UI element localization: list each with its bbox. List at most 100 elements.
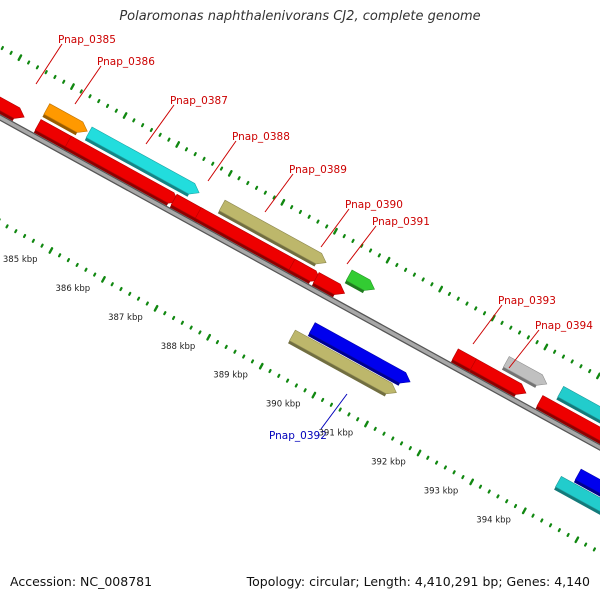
tick-mark (250, 359, 255, 364)
tick-mark (465, 301, 469, 306)
feature-cyan (84, 126, 200, 197)
leader-line (145, 104, 175, 145)
gene-label-pnap-0394: Pnap_0394 (508, 320, 593, 369)
feature-red-i (469, 358, 527, 397)
feature-blue-b (573, 468, 600, 497)
tick-mark (509, 325, 513, 330)
tick-mark (206, 333, 212, 341)
tick-mark (93, 272, 97, 277)
tick-mark (311, 391, 317, 399)
tick-mark (395, 262, 399, 268)
gene-features (0, 96, 600, 515)
tick-mark (298, 209, 303, 215)
tick-mark (101, 276, 106, 283)
tick-mark (408, 446, 412, 451)
tick-mark (268, 368, 272, 374)
tick-mark (53, 74, 57, 80)
tick-mark (202, 156, 206, 161)
gene-label-text: Pnap_0392 (269, 430, 327, 442)
tick-mark (373, 426, 377, 431)
tick-mark (227, 170, 233, 177)
tick-mark (0, 45, 4, 51)
tick-mark (224, 344, 228, 349)
tick-mark (579, 364, 583, 369)
tick-mark (329, 402, 334, 407)
tick-mark (482, 311, 487, 316)
tick-mark (325, 224, 329, 229)
tick-mark (452, 470, 456, 475)
kbp-label: 389 kbp (213, 371, 248, 381)
tick-mark (44, 70, 48, 75)
tick-mark (132, 118, 136, 123)
gene-label-pnap-0388: Pnap_0388 (207, 131, 290, 182)
gene-label-pnap-0391: Pnap_0391 (346, 216, 430, 265)
leader-line (35, 43, 63, 85)
tick-mark (184, 147, 189, 152)
tick-mark (478, 484, 483, 489)
inner-tick-row (0, 218, 597, 552)
tick-mark (543, 343, 549, 351)
tick-mark (426, 455, 430, 460)
tick-mark (219, 166, 224, 171)
leader-line (508, 329, 540, 369)
gene-label-text: Pnap_0388 (232, 131, 290, 143)
tick-mark (198, 330, 202, 335)
tick-mark (189, 325, 193, 330)
feature-red-j (535, 395, 600, 445)
tick-mark (84, 267, 88, 272)
tick-mark (62, 79, 66, 84)
tick-mark (31, 238, 35, 243)
gene-label-text: Pnap_0389 (289, 164, 347, 176)
tick-mark (246, 180, 250, 186)
feature-teal-a (556, 385, 600, 424)
tick-mark (342, 234, 346, 239)
gene-label-pnap-0389: Pnap_0389 (264, 164, 347, 213)
tick-mark (505, 499, 509, 504)
gene-label-pnap-0392: Pnap_0392 (269, 393, 348, 442)
leader-line (472, 304, 503, 345)
tick-mark (474, 306, 478, 311)
tick-mark (167, 137, 171, 142)
feature-green (344, 269, 375, 294)
feature-teal-b (554, 475, 600, 515)
kbp-label: 390 kbp (266, 400, 301, 410)
tick-mark (211, 161, 215, 166)
tick-mark (487, 489, 491, 494)
accession-text: Accession: NC_008781 (10, 574, 153, 589)
feature-orange (42, 103, 88, 136)
tick-mark (9, 50, 13, 55)
gene-label-text: Pnap_0387 (170, 95, 228, 107)
tick-mark (88, 94, 92, 99)
leader-line (320, 393, 348, 430)
tick-mark (596, 372, 600, 380)
tick-mark (469, 478, 475, 486)
tick-mark (290, 205, 294, 210)
tick-mark (307, 214, 311, 219)
tick-mark (416, 449, 422, 457)
tick-mark (391, 436, 395, 441)
tick-mark (153, 304, 159, 312)
gene-label-text: Pnap_0390 (345, 199, 403, 211)
tick-mark (79, 89, 83, 94)
tick-mark (258, 362, 264, 370)
feature-red-a (0, 96, 25, 121)
tick-mark (303, 388, 307, 393)
outer-tick-row (0, 45, 600, 380)
kbp-label: 391 kbp (319, 429, 354, 439)
kbp-label: 393 kbp (424, 487, 459, 497)
gene-label-pnap-0393: Pnap_0393 (472, 295, 556, 345)
tick-mark (27, 60, 31, 65)
tick-mark (447, 291, 452, 296)
tick-mark (140, 123, 145, 128)
tick-mark (588, 369, 592, 374)
tick-mark (14, 229, 18, 234)
leader-line (264, 173, 294, 213)
tick-mark (158, 132, 162, 137)
tick-mark (233, 349, 237, 354)
tick-mark (592, 547, 597, 552)
tick-mark (535, 340, 539, 345)
tick-mark (175, 141, 181, 148)
tick-mark (574, 536, 580, 544)
tick-mark (548, 523, 553, 528)
